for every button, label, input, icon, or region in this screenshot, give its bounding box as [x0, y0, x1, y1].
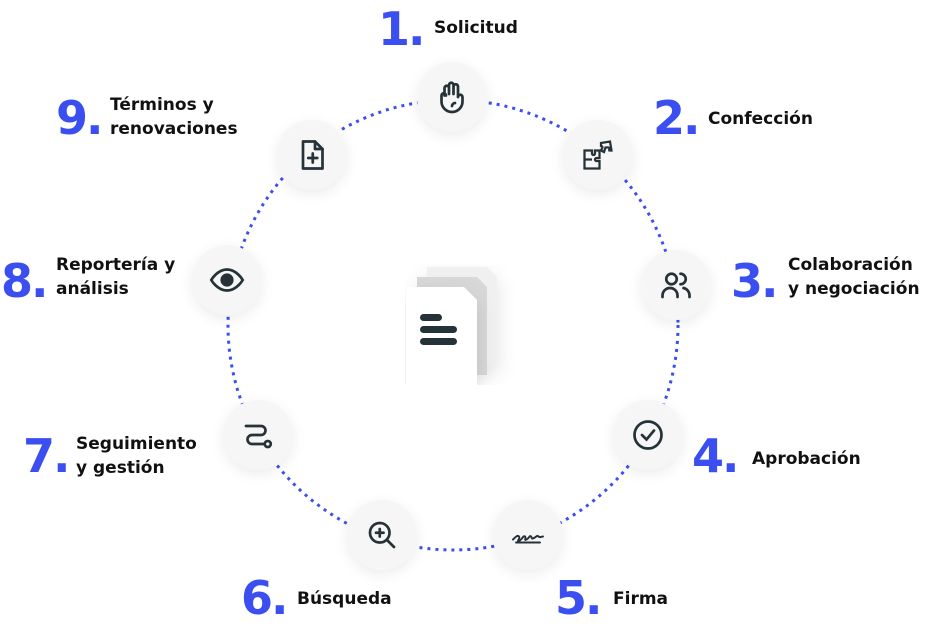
step-9-label: Términos y renovaciones [110, 93, 238, 141]
step-9-number: 9. [56, 91, 104, 145]
step-3-label-line2: y negociación [788, 279, 920, 299]
puzzle-icon [583, 140, 613, 170]
step-7-node [223, 400, 293, 470]
step-8-label: Reportería y análisis [56, 253, 175, 301]
step-4-node [613, 400, 683, 470]
step-2-label: Confección [708, 109, 813, 129]
step-1-label: Solicitud [434, 18, 518, 38]
documents-stack-icon [405, 265, 515, 389]
zoom-in-icon [368, 521, 396, 549]
step-2-number: 2. [653, 91, 701, 145]
step-3-number: 3. [731, 254, 779, 308]
step-7-label: Seguimiento y gestión [76, 432, 197, 480]
eye-icon [209, 268, 245, 292]
step-5-node [493, 500, 563, 570]
step-2-node [563, 120, 633, 190]
step-3-label: Colaboración y negociación [788, 253, 920, 301]
step-6-label: Búsqueda [297, 589, 392, 609]
step-3-label-line1: Colaboración [788, 255, 913, 275]
step-6-node [347, 500, 417, 570]
step-7-label-line2: y gestión [76, 458, 165, 478]
step-5-label: Firma [613, 589, 669, 609]
step-3-node [641, 250, 711, 320]
step-4-number: 4. [692, 429, 740, 483]
signature-icon [512, 534, 544, 544]
step-9-label-line2: renovaciones [110, 119, 238, 139]
step-1-number: 1. [378, 2, 426, 56]
step-8-label-line2: análisis [56, 279, 129, 299]
step-5-number: 5. [555, 571, 603, 625]
step-7-label-line1: Seguimiento [76, 434, 197, 454]
step-9-label-line1: Términos y [110, 95, 214, 115]
step-1-node [417, 62, 487, 132]
step-4-label: Aprobación [752, 449, 861, 469]
users-icon [661, 272, 691, 299]
check-circle-icon [633, 420, 663, 450]
route-icon [244, 424, 273, 449]
step-6-number: 6. [241, 571, 289, 625]
step-8-label-line1: Reportería y [56, 255, 176, 275]
file-plus-icon [301, 140, 324, 170]
step-8-node [192, 245, 262, 315]
hand-icon [440, 81, 464, 114]
step-9-node [277, 120, 347, 190]
step-7-number: 7. [23, 429, 71, 483]
step-8-number: 8. [1, 254, 49, 308]
